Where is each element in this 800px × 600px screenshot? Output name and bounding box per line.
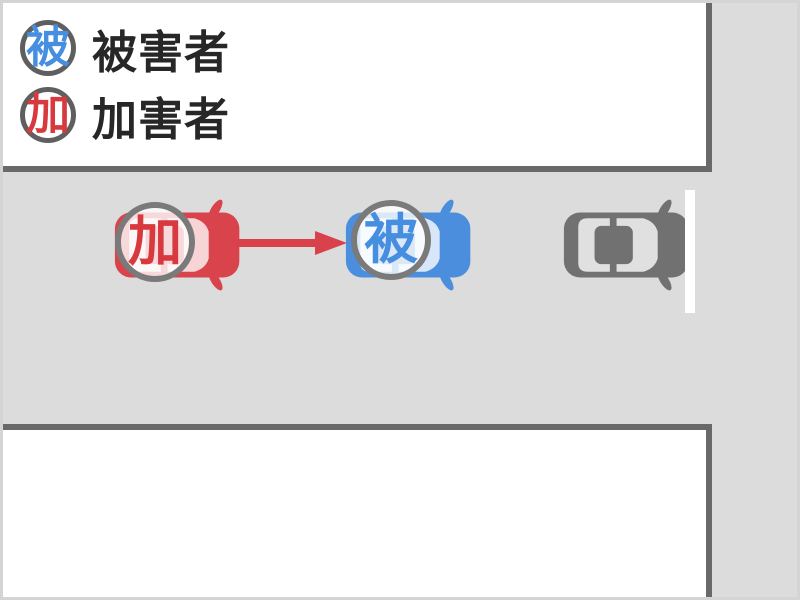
car-top-view-icon [563, 199, 689, 291]
victim-symbol-circle: 被 [20, 20, 76, 76]
perpetrator-symbol: 加 [26, 90, 70, 139]
arrow-right-icon [235, 231, 347, 255]
victim-badge: 被 [351, 200, 431, 280]
legend-item-perpetrator: 加 加害者 [20, 87, 230, 145]
perpetrator-label: 加害者 [92, 93, 231, 145]
stop-line [685, 190, 695, 313]
victim-symbol: 被 [26, 23, 70, 72]
parked-car [562, 197, 696, 293]
victim-label: 被害者 [92, 26, 231, 78]
legend-item-victim: 被 被害者 [20, 20, 230, 78]
impact-arrow [233, 229, 351, 257]
perpetrator-badge: 加 [115, 202, 195, 282]
building-block-bottom [0, 424, 712, 600]
perpetrator-badge-symbol: 加 [128, 212, 182, 272]
victim-badge-symbol: 被 [364, 210, 418, 270]
building-block-top: 被 被害者 加 加害者 [0, 0, 712, 172]
perpetrator-symbol-circle: 加 [20, 87, 76, 143]
